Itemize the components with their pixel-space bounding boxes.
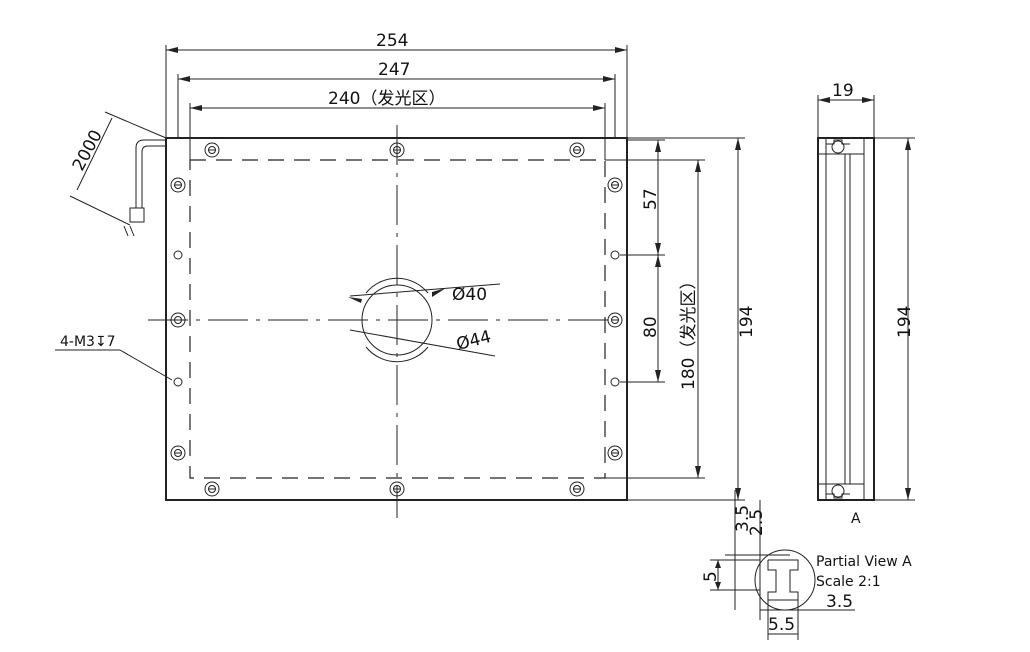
emit-area-outline bbox=[189, 159, 606, 479]
detail-scale: Scale 2:1 bbox=[816, 574, 881, 590]
emit-height-label: 180（发光区） bbox=[679, 273, 699, 390]
inner-diameter-label: Ø40 bbox=[452, 285, 487, 305]
right-dimensions: 194 180（发光区） 57 80 bbox=[605, 137, 757, 501]
screws bbox=[170, 142, 623, 497]
screw-icon bbox=[170, 312, 186, 328]
screw-icon bbox=[607, 445, 623, 461]
outer-diameter-label: Ø44 bbox=[454, 327, 493, 355]
thread-hole-icon bbox=[610, 250, 620, 260]
center-hole-inner bbox=[361, 284, 433, 356]
top-to-hole-label: 57 bbox=[641, 188, 661, 210]
screw-icon bbox=[170, 177, 186, 193]
thread-hole-icon bbox=[173, 250, 183, 260]
side-profile bbox=[817, 137, 875, 501]
screw-icon bbox=[389, 142, 405, 158]
detail-dim-3-5-vertical: 3.5 bbox=[733, 505, 753, 532]
screw-icon bbox=[204, 142, 220, 158]
detail-circle bbox=[754, 549, 816, 611]
screw-icon bbox=[389, 481, 405, 497]
cable: 2000 bbox=[69, 111, 167, 237]
view-marker-a: A bbox=[851, 511, 861, 527]
front-view: Ø40 Ø44 2000 4-M3↧7 254 bbox=[55, 31, 757, 518]
screw-icon bbox=[204, 481, 220, 497]
detail-dim-5: 5 bbox=[701, 571, 721, 582]
detail-title: Partial View A bbox=[816, 554, 912, 570]
screw-icon bbox=[607, 177, 623, 193]
cable-length-label: 2000 bbox=[69, 127, 107, 175]
overall-height-label: 194 bbox=[737, 306, 757, 338]
mount-width-label: 247 bbox=[378, 60, 410, 80]
thread-hole-icon bbox=[610, 377, 620, 387]
overall-width-label: 254 bbox=[376, 31, 408, 51]
top-dimensions: 254 247 240（发光区） bbox=[165, 31, 628, 160]
thread-note: 4-M3↧7 bbox=[60, 334, 116, 350]
thread-hole-icon bbox=[173, 377, 183, 387]
screw-icon bbox=[170, 445, 186, 461]
side-height-label: 194 bbox=[895, 306, 915, 338]
detail-dim-5-5: 5.5 bbox=[768, 615, 795, 635]
side-thickness-label: 19 bbox=[832, 81, 854, 101]
screw-icon bbox=[569, 142, 585, 158]
screw-icon bbox=[607, 312, 623, 328]
emit-width-label: 240（发光区） bbox=[328, 89, 445, 109]
side-view: A 19 194 bbox=[817, 81, 915, 527]
hole-spacing-label: 80 bbox=[641, 316, 661, 338]
detail-view-a: 3.5 2.5 5 3.5 5.5 Partial View A Scale 2… bbox=[701, 490, 912, 640]
screw-icon bbox=[569, 481, 585, 497]
detail-dim-2-5: 2.5 bbox=[747, 509, 767, 536]
detail-dim-3-5-horizontal: 3.5 bbox=[826, 592, 853, 612]
